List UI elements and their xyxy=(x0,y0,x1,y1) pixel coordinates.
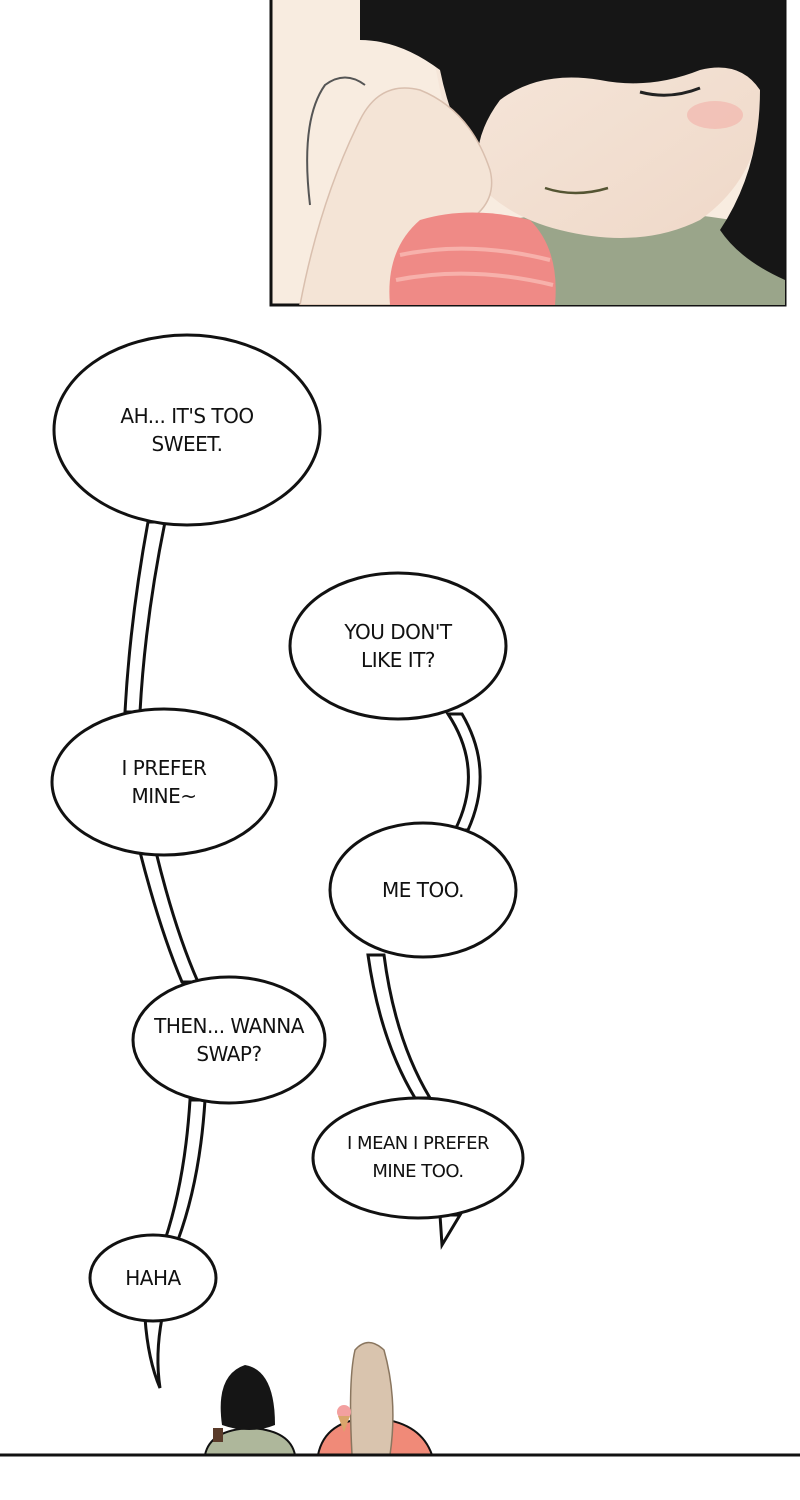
speech-bubble-1 xyxy=(52,333,322,527)
cone-small xyxy=(213,1428,223,1442)
cone-small-2 xyxy=(338,1416,350,1432)
hair-strand xyxy=(306,76,366,206)
bubble-1-text: AH... IT'S TOO SWEET. xyxy=(120,404,254,456)
speech-bubble-3 xyxy=(50,707,278,857)
black-hair xyxy=(360,0,785,280)
bubble-3-text: I PREFER MINE~ xyxy=(121,756,207,808)
speech-bubble-6 xyxy=(311,1096,525,1220)
speech-bubbles xyxy=(50,333,525,1323)
bubble-5-text: THEN... WANNA SWAP? xyxy=(154,1014,304,1066)
top-panel-illustration xyxy=(269,0,787,307)
speech-bubble-4 xyxy=(328,821,518,959)
bubble-7-text: HAHA xyxy=(125,1266,181,1290)
bubble-4-text: ME TOO. xyxy=(382,878,465,902)
ice-cream-small xyxy=(337,1405,351,1419)
mouth xyxy=(544,186,609,195)
ice-cream xyxy=(389,212,556,305)
speech-bubble-5 xyxy=(131,975,327,1105)
closed-eye xyxy=(639,86,701,97)
speech-bubble-2 xyxy=(288,571,508,721)
blush xyxy=(687,101,743,129)
speech-bubble-7 xyxy=(88,1233,218,1323)
light-hair-small xyxy=(349,1341,394,1456)
two-characters-illustration xyxy=(203,1341,434,1456)
bubble-6-text: I MEAN I PREFER MINE TOO. xyxy=(347,1133,489,1182)
black-hair-small xyxy=(220,1365,275,1430)
bubble-2-text: YOU DON'T LIKE IT? xyxy=(344,620,452,672)
